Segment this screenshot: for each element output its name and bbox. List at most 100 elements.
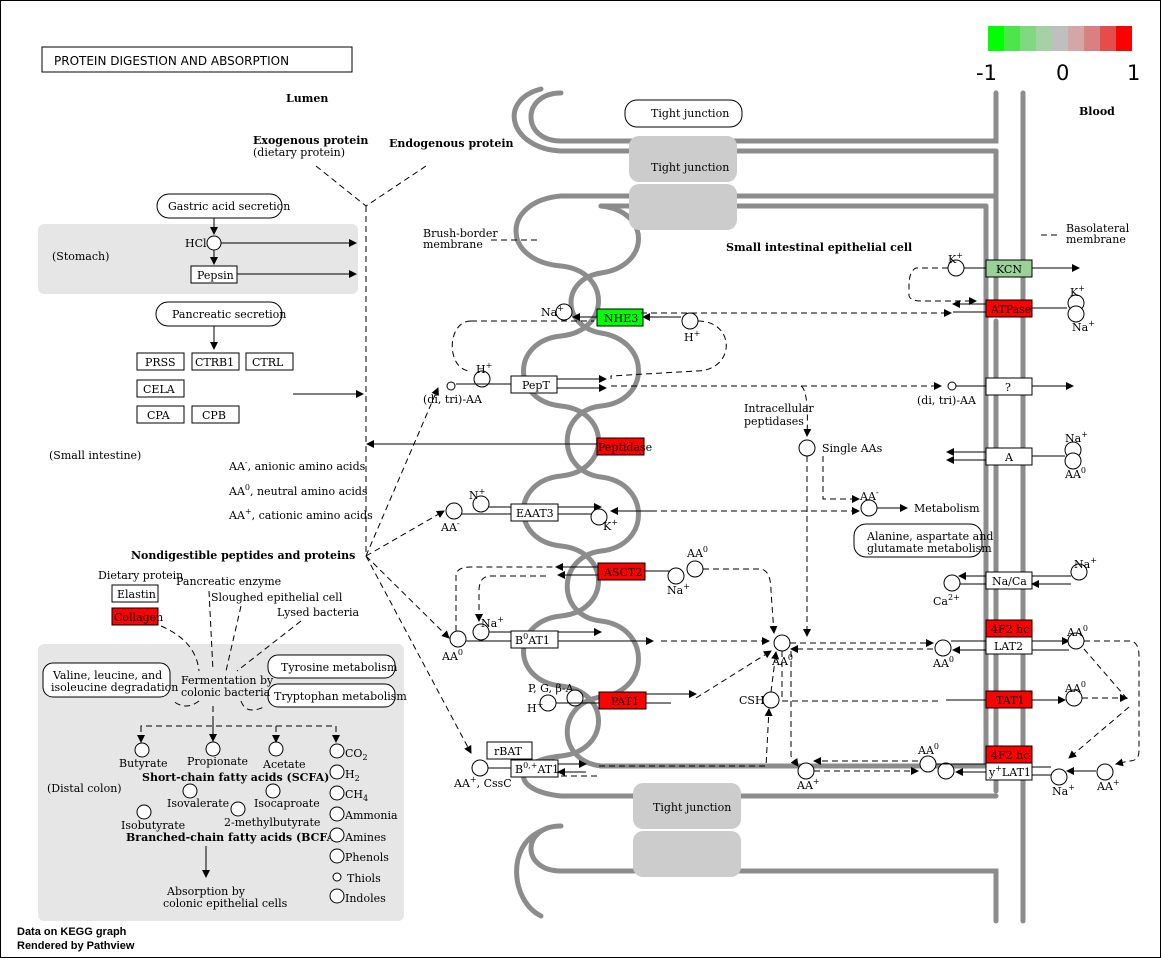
isobutyrate-node <box>136 804 152 820</box>
tight-junction-top-2 <box>629 184 737 230</box>
dietary-protein-label: Dietary protein <box>98 569 183 582</box>
gene-4f2hc-2-label: 4F2 hc <box>991 749 1029 762</box>
h-node-pept <box>473 370 491 388</box>
gene-pat1[interactable] <box>598 691 647 710</box>
isovalerate-node <box>182 783 198 799</box>
alanine-label-1: Alanine, aspartate and <box>866 530 993 543</box>
pgba-node <box>566 689 584 707</box>
tryptophan-label: Tryptophan metabolism <box>274 690 407 703</box>
ch4-label: CH4 <box>345 788 368 803</box>
gene-cpa[interactable] <box>136 405 185 424</box>
legend-swatch <box>1100 26 1116 51</box>
tight-junction-map[interactable] <box>624 99 743 128</box>
legend-swatch <box>1084 26 1100 51</box>
hcl-label: HCl <box>185 237 207 250</box>
co2-label: CO2 <box>345 747 368 762</box>
gene-cpb[interactable] <box>191 405 240 424</box>
blood-label: Blood <box>1079 105 1115 118</box>
gene-eaat3[interactable] <box>510 503 559 522</box>
gastric-acid-secretion-label: Gastric acid secretion <box>168 200 290 213</box>
amines-node <box>329 827 345 843</box>
h-label-pept: H+ <box>476 361 492 376</box>
gene-4f2hc-1-label: 4F2 hc <box>991 623 1029 636</box>
gene-ctrb1[interactable] <box>191 352 240 371</box>
tyrosine-metabolism-map[interactable] <box>267 654 396 679</box>
single-aas-node <box>798 439 816 457</box>
page-title: PROTEIN DIGESTION AND ABSORPTION <box>54 54 289 68</box>
legend-swatch <box>988 26 1004 51</box>
butyrate-node <box>134 742 150 758</box>
alanine-metabolism-map[interactable] <box>853 523 983 558</box>
aa-node-asct2 <box>686 560 704 578</box>
csh-node <box>762 691 780 709</box>
gene-b0at1-label: B0AT1 <box>515 632 550 647</box>
pancreatic-secretion-map[interactable] <box>155 301 283 327</box>
fermentation-inputs <box>160 590 302 672</box>
tryptophan-metabolism-map[interactable] <box>267 683 396 708</box>
k-label-kcn: K+ <box>948 251 963 266</box>
valine-degradation-map[interactable] <box>42 662 171 698</box>
gene-peptidase-label: Peptidase <box>598 441 652 454</box>
gastric-acid-secretion-map[interactable] <box>156 193 283 219</box>
gene-collagen[interactable] <box>111 607 159 626</box>
h-label-nhe3: H+ <box>684 329 700 344</box>
propionate-label: Propionate <box>187 755 248 768</box>
gene-b0at1[interactable] <box>510 630 559 649</box>
legend-swatch <box>1020 26 1036 51</box>
na-label-nhe3: Na+ <box>541 304 564 319</box>
fermentation-outputs <box>140 706 337 741</box>
nondigestible-label: Nondigestible peptides and proteins <box>131 549 355 562</box>
gene-tat1-label: TAT1 <box>996 694 1024 707</box>
footer-line-2: Rendered by Pathview <box>17 940 135 952</box>
aa-anionic-label: AA-, anionic amino acids <box>228 458 366 473</box>
na-node-asct2 <box>667 567 685 585</box>
dietary-protein-sublabel: (dietary protein) <box>253 146 345 159</box>
methylbutyrate-node <box>230 801 246 817</box>
gene-naca-label: Na/Ca <box>992 575 1027 588</box>
phenols-node <box>329 848 345 864</box>
aa0-label-lat2-right: AA0 <box>1066 624 1088 639</box>
endogenous-protein-label: Endogenous protein <box>389 137 514 150</box>
gene-cpa-label: CPA <box>147 409 171 422</box>
gene-atpase-label: ATPase <box>990 303 1031 316</box>
exogenous-protein-label: Exogenous protein <box>253 134 368 147</box>
gene-elastin[interactable] <box>111 584 159 603</box>
na-label-atpase: Na+ <box>1072 319 1095 334</box>
legend-max: 1 <box>1127 61 1140 85</box>
gene-prss[interactable] <box>136 352 185 371</box>
aa-cssc-node <box>471 759 489 777</box>
gene-rbat[interactable] <box>486 741 533 760</box>
single-aas-label: Single AAs <box>822 442 883 455</box>
na-label-b0at1: Na+ <box>481 615 504 630</box>
absorption-label-2: colonic epithelial cells <box>163 897 288 910</box>
ditri-aa-right-label: (di, tri)-AA <box>917 394 977 407</box>
gene-lat2[interactable] <box>985 636 1033 655</box>
amines-label: Amines <box>344 831 386 844</box>
gene-peptidase[interactable] <box>596 437 645 456</box>
aa0-node-ylat1 <box>919 755 937 773</box>
valine-label-2: isoleucine degradation <box>51 681 178 694</box>
aa-plus-hub-node <box>797 762 815 780</box>
valine-label-1: Valine, leucine, and <box>52 669 162 682</box>
aa0-label-b0at1: AA0 <box>441 648 463 663</box>
sloughed-cell-label: Sloughed epithelial cell <box>211 591 343 604</box>
k-label-eaat3: K+ <box>603 518 618 533</box>
aa0-node-lat2-left <box>934 639 952 657</box>
na-label-asct2: Na+ <box>667 582 690 597</box>
lysed-bacteria-label: Lysed bacteria <box>277 606 359 619</box>
gene-collagen-label: Collagen <box>114 611 163 624</box>
gene-ctrl[interactable] <box>245 352 294 371</box>
aa-plus-hub-label: AA+ <box>796 777 820 792</box>
gene-prss-label: PRSS <box>145 356 176 369</box>
tight-junction-bottom-label: Tight junction <box>653 801 731 814</box>
gene-cela[interactable] <box>136 379 185 398</box>
k-label-atpase: K+ <box>1070 284 1085 299</box>
ditri-aa-left-node <box>446 381 456 391</box>
small-intestine-label: (Small intestine) <box>49 449 141 462</box>
brush-border-label-2: membrane <box>423 238 483 251</box>
scfa-label: Short-chain fatty acids (SCFA) <box>142 771 329 784</box>
gene-eaat3-label: EAAT3 <box>516 507 554 520</box>
indoles-label: Indoles <box>345 892 386 905</box>
aa-plus-label-ylat1: AA+ <box>1096 778 1120 793</box>
